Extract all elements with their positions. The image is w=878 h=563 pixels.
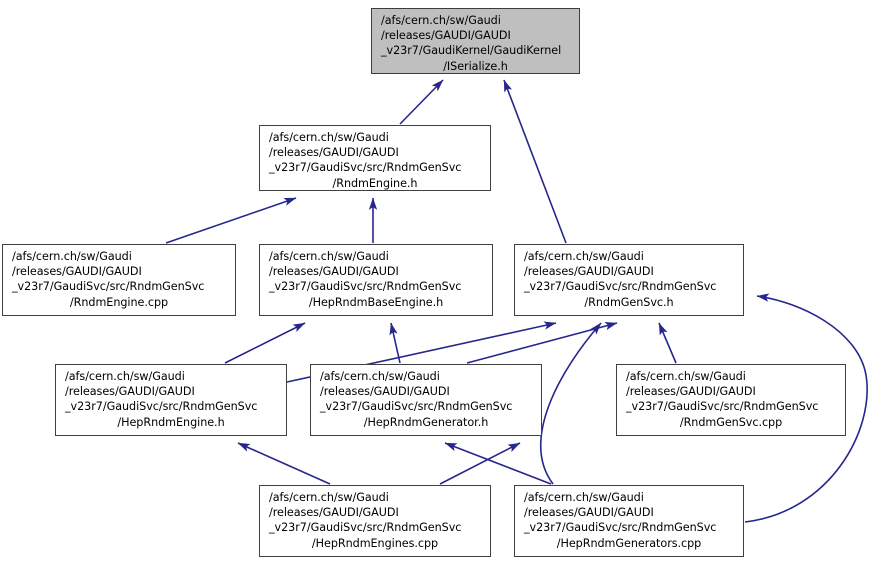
graph-node-line: /RndmGenSvc.h: [584, 295, 674, 309]
graph-node-line: /releases/GAUDI/GAUDI: [524, 265, 654, 279]
graph-node-line: /HepRndmBaseEngine.h: [308, 295, 444, 309]
graph-node-heprndmgenerator-h[interactable]: /afs/cern.ch/sw/Gaudi/releases/GAUDI/GAU…: [310, 364, 542, 436]
graph-node-line: _v23r7/GaudiSvc/src/RndmGenSvc: [320, 400, 513, 414]
edge-rndmengine-h-to-iserialize: [399, 79, 444, 125]
graph-node-rndmengine-h[interactable]: /afs/cern.ch/sw/Gaudi/releases/GAUDI/GAU…: [259, 125, 491, 191]
graph-node-line: _v23r7/GaudiSvc/src/RndmGenSvc: [269, 280, 462, 294]
graph-node-line: /afs/cern.ch/sw/Gaudi: [269, 250, 389, 263]
graph-node-line: /releases/GAUDI/GAUDI: [12, 265, 142, 279]
graph-node-heprndmgenerators-cpp[interactable]: /afs/cern.ch/sw/Gaudi/releases/GAUDI/GAU…: [514, 485, 744, 557]
graph-node-line: /afs/cern.ch/sw/Gaudi: [381, 14, 501, 27]
edge-rndmgensvc-h-to-iserialize: [503, 79, 567, 244]
graph-node-line: _v23r7/GaudiSvc/src/RndmGenSvc: [524, 280, 717, 294]
graph-node-line: _v23r7/GaudiSvc/src/RndmGenSvc: [12, 280, 205, 294]
edge-heprndmgenerators-cpp-to-heprndmgenerator-h: [444, 442, 552, 485]
graph-node-line: /releases/GAUDI/GAUDI: [269, 506, 399, 520]
edge-rndmengine-cpp-to-rndmengine-h: [165, 197, 297, 244]
graph-node-line: /afs/cern.ch/sw/Gaudi: [524, 491, 644, 504]
graph-node-line: /afs/cern.ch/sw/Gaudi: [12, 250, 132, 263]
graph-node-line: /afs/cern.ch/sw/Gaudi: [626, 370, 746, 383]
graph-node-line: /afs/cern.ch/sw/Gaudi: [524, 250, 644, 263]
graph-node-line: /releases/GAUDI/GAUDI: [381, 29, 511, 43]
edge-rndmgensvc-cpp-to-rndmgensvc-h: [658, 322, 677, 364]
graph-node-line: /releases/GAUDI/GAUDI: [65, 385, 195, 399]
edge-heprndmgenerators-cpp-to-rndmgensvc-h: [540, 322, 602, 485]
graph-node-iserialize[interactable]: /afs/cern.ch/sw/Gaudi/releases/GAUDI/GAU…: [371, 8, 580, 74]
graph-node-line: /HepRndmGenerators.cpp: [556, 536, 702, 550]
graph-node-line: _v23r7/GaudiSvc/src/RndmGenSvc: [269, 161, 462, 175]
graph-node-line: /HepRndmGenerator.h: [363, 415, 489, 429]
graph-node-line: /afs/cern.ch/sw/Gaudi: [65, 370, 185, 383]
graph-node-rndmgensvc-cpp[interactable]: /afs/cern.ch/sw/Gaudi/releases/GAUDI/GAU…: [616, 364, 846, 436]
graph-node-line: _v23r7/GaudiSvc/src/RndmGenSvc: [65, 400, 258, 414]
graph-node-line: /releases/GAUDI/GAUDI: [524, 506, 654, 520]
graph-node-line: /RndmEngine.h: [332, 176, 418, 190]
graph-node-line: /releases/GAUDI/GAUDI: [320, 385, 450, 399]
graph-node-line: /releases/GAUDI/GAUDI: [269, 265, 399, 279]
graph-node-rndmgensvc-h[interactable]: /afs/cern.ch/sw/Gaudi/releases/GAUDI/GAU…: [514, 244, 744, 316]
edge-heprndmgenerator-h-to-heprndmbaseengine-h: [389, 322, 401, 364]
graph-node-heprndmbaseengine-h[interactable]: /afs/cern.ch/sw/Gaudi/releases/GAUDI/GAU…: [259, 244, 493, 316]
graph-node-line: /releases/GAUDI/GAUDI: [626, 385, 756, 399]
graph-node-line: _v23r7/GaudiSvc/src/RndmGenSvc: [626, 400, 819, 414]
edge-heprndmengines-cpp-to-heprndmgenerator-h: [439, 442, 521, 485]
graph-node-line: /ISerialize.h: [443, 59, 508, 73]
graph-node-line: /afs/cern.ch/sw/Gaudi: [269, 131, 389, 144]
edge-heprndmengines-cpp-to-heprndmengine-h: [237, 442, 331, 485]
graph-node-line: /afs/cern.ch/sw/Gaudi: [269, 491, 389, 504]
graph-node-heprndmengines-cpp[interactable]: /afs/cern.ch/sw/Gaudi/releases/GAUDI/GAU…: [259, 485, 491, 557]
edge-heprndmgenerators-cpp-curve-to-rndmgensvc-h: [744, 293, 868, 523]
graph-node-line: _v23r7/GaudiKernel/GaudiKernel: [381, 44, 562, 58]
graph-node-line: /HepRndmEngines.cpp: [311, 536, 439, 550]
graph-node-line: /RndmEngine.cpp: [69, 295, 169, 309]
edge-heprndmengine-h-to-heprndmbaseengine-h: [224, 322, 306, 364]
graph-node-line: _v23r7/GaudiSvc/src/RndmGenSvc: [269, 521, 462, 535]
graph-node-line: /HepRndmEngine.h: [117, 415, 225, 429]
graph-node-heprndmengine-h[interactable]: /afs/cern.ch/sw/Gaudi/releases/GAUDI/GAU…: [55, 364, 287, 436]
graph-node-line: /RndmGenSvc.cpp: [679, 415, 783, 429]
graph-node-line: _v23r7/GaudiSvc/src/RndmGenSvc: [524, 521, 717, 535]
graph-node-rndmengine-cpp[interactable]: /afs/cern.ch/sw/Gaudi/releases/GAUDI/GAU…: [2, 244, 236, 316]
graph-node-line: /releases/GAUDI/GAUDI: [269, 146, 399, 160]
graph-node-line: /afs/cern.ch/sw/Gaudi: [320, 370, 440, 383]
edge-heprndmgenerator-h-to-rndmgensvc-h: [466, 322, 618, 364]
